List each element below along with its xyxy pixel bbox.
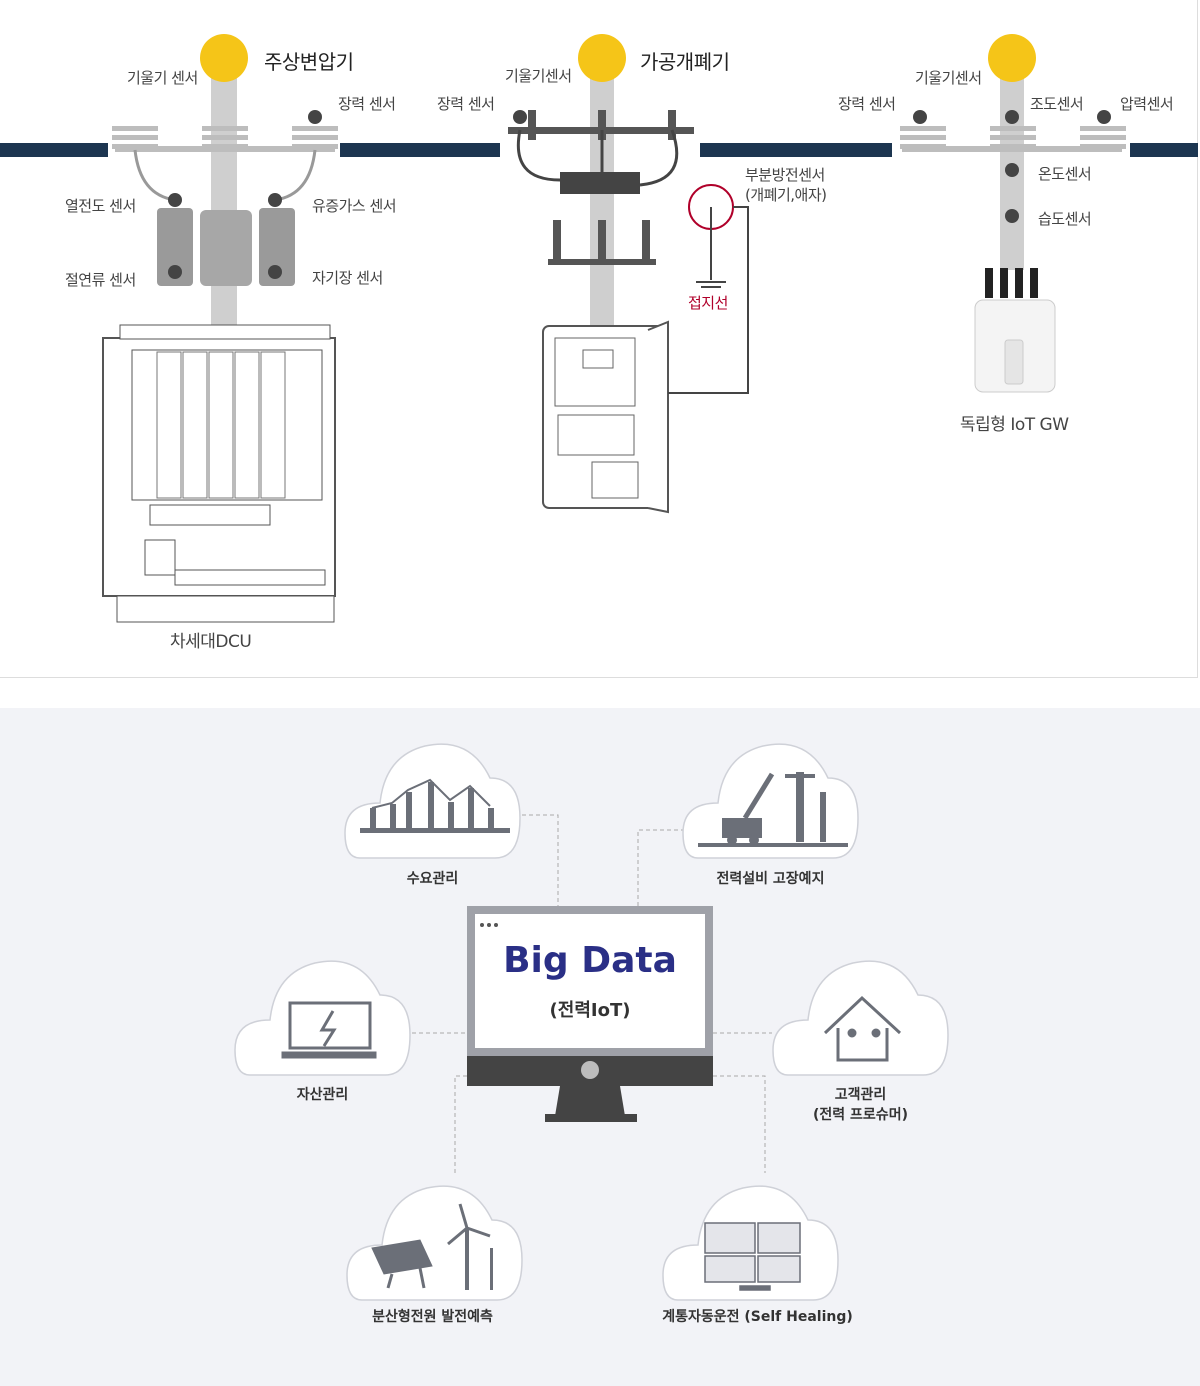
pole-transformer [102,34,338,623]
demand-icon [360,778,510,833]
label-tilt-sensor-2: 기울기센서 [505,67,572,85]
solar-wind-icon [371,1203,493,1290]
label-illum-sensor: 조도센서 [1030,95,1084,113]
caption-fault: 전력설비 고장예지 [716,871,825,887]
label-tilt-sensor-1: 기울기 센서 [127,69,198,87]
dashboard-icon [704,1222,801,1291]
fault-icon [698,772,848,847]
pole-gateway [900,34,1126,393]
label-tension-sensor-1: 장력 센서 [338,95,396,113]
caption-demand: 수요관리 [406,871,459,887]
label-humid-sensor: 습도센서 [1038,210,1092,228]
label-thermal-sensor: 열전도 센서 [65,197,136,215]
bigdata-panel: Big Data (전력IoT) 수요관리 전력설비 고장예지 자산관리 고객관… [0,708,1200,1386]
sensor-layout-panel: 주상변압기 가공개폐기 기울기 센서 장력 센서 열전도 센서 유증가스 센서 … [0,0,1198,678]
label-tension-sensor-3: 장력 센서 [838,95,896,113]
device-dcu-label: 차세대DCU [170,632,252,652]
house-icon [823,995,902,1062]
label-partial-discharge-sub: (개폐기,애자) [745,186,827,204]
bigdata-title: Big Data [503,940,677,981]
label-partial-discharge: 부분방전센서 [745,166,825,184]
pole-diagram [0,34,1198,623]
connectors [412,814,772,1173]
caption-distributed: 분산형전원 발전예측 [372,1309,493,1325]
bigdata-diagram [234,743,949,1301]
cloud-customer [772,960,949,1076]
label-insulation-sensor: 절연류 센서 [65,271,136,289]
power-line [0,143,1198,157]
caption-customer-sub: (전력 프로슈머) [813,1107,908,1123]
battery-icon [281,1001,377,1059]
label-pressure-sensor: 압력센서 [1120,95,1174,113]
label-temp-sensor: 온도센서 [1038,165,1092,183]
caption-asset: 자산관리 [296,1087,349,1103]
label-tension-sensor-2: 장력 센서 [437,95,495,113]
bigdata-subtitle: (전력IoT) [549,1000,631,1021]
cloud-fault [682,743,859,859]
label-ground-wire: 접지선 [688,294,728,312]
pole-switch [508,34,749,514]
caption-selfheal: 계통자동운전 (Self Healing) [662,1309,853,1325]
device-gateway-label: 독립형 IoT GW [960,415,1069,435]
pole-title-transformer: 주상변압기 [264,50,354,74]
cloud-distributed [346,1185,523,1301]
caption-customer: 고객관리 [834,1087,887,1103]
pole-title-switch: 가공개폐기 [640,50,730,74]
label-oilgas-sensor: 유증가스 센서 [312,197,397,215]
label-tilt-sensor-3: 기울기센서 [915,69,982,87]
monitor-icon [467,906,713,1122]
label-magnetic-sensor: 자기장 센서 [312,269,383,287]
